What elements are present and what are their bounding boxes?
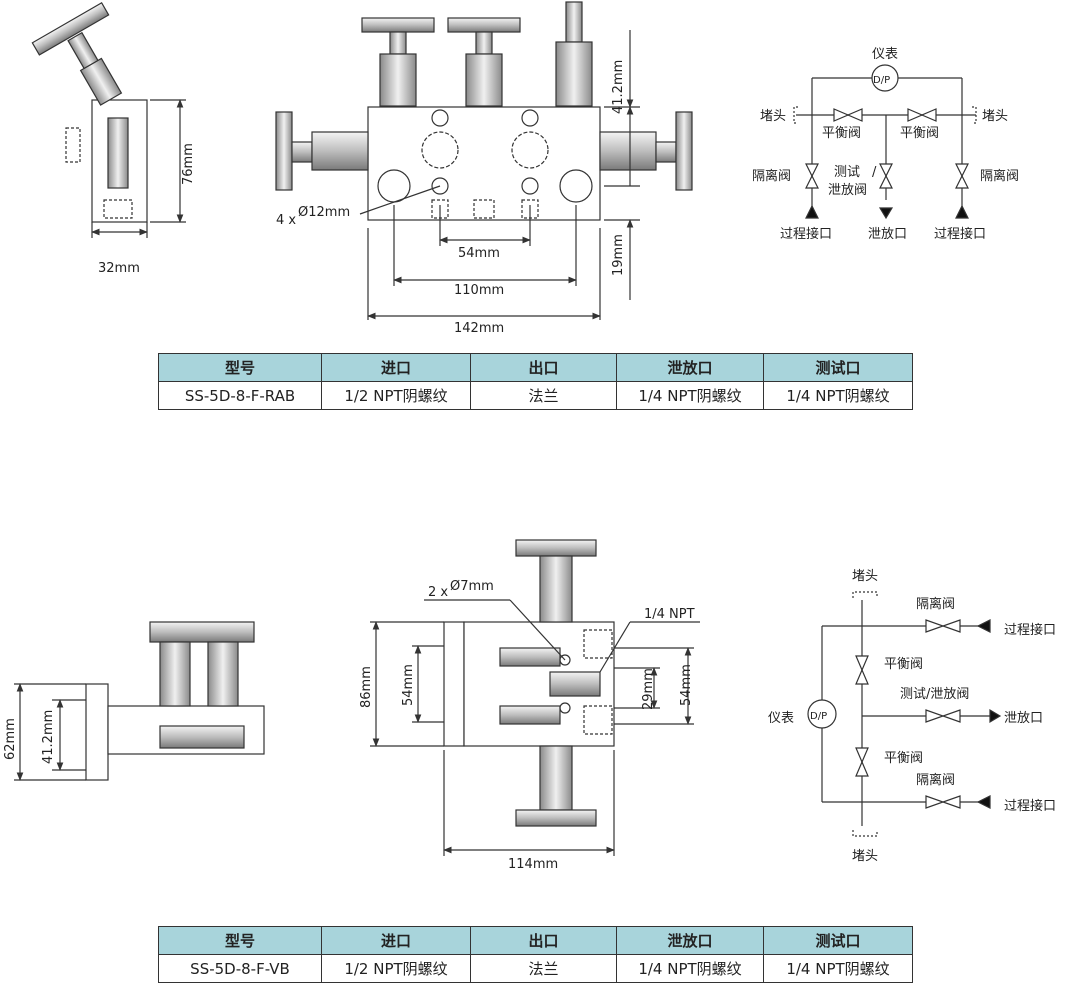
bottom-process-top: 过程接口: [1004, 622, 1056, 638]
table-row: SS-5D-8-F-RAB 1/2 NPT阴螺纹 法兰 1/4 NPT阴螺纹 1…: [158, 381, 913, 410]
bottom-vent-port: 泄放口: [1004, 711, 1043, 726]
dim-86mm: 86mm: [359, 666, 374, 708]
left-side-valve: [275, 111, 369, 191]
dim-54mm-left: 54mm: [401, 664, 416, 706]
top-test-label: 测试: [834, 165, 860, 180]
bottom-meter-label: 仪表: [768, 711, 794, 726]
dim-hole-diameter-bottom: Ø7mm: [450, 579, 494, 594]
bottom-test-vent: 测试/泄放阀: [900, 687, 969, 702]
bottom-dp-symbol: D/P: [810, 711, 827, 722]
top-vent-valve-label: 泄放阀: [828, 183, 867, 198]
bottom-plug-bottom: 堵头: [852, 849, 878, 864]
dim-54mm-right: 54mm: [679, 664, 694, 706]
header-outlet: 出口: [470, 926, 617, 955]
dim-41-2mm-bottom: 41.2mm: [41, 710, 56, 764]
cell-outlet: 法兰: [470, 954, 617, 983]
dim-142mm: 142mm: [454, 321, 504, 336]
cell-vent: 1/4 NPT阴螺纹: [616, 381, 764, 410]
top-balance-right: 平衡阀: [900, 126, 939, 141]
dim-32mm: 32mm: [98, 261, 140, 276]
bottom-process-bottom: 过程接口: [1004, 798, 1056, 814]
header-inlet: 进口: [321, 353, 471, 382]
dim-76mm: 76mm: [181, 143, 196, 185]
top-iso-right: 隔离阀: [980, 168, 1019, 184]
bottom-iso-top: 隔离阀: [916, 596, 955, 612]
dim-holes-count-bottom: 2 x: [428, 585, 448, 600]
dim-41-2mm: 41.2mm: [611, 60, 626, 114]
header-inlet: 进口: [321, 926, 471, 955]
cell-inlet: 1/2 NPT阴螺纹: [321, 954, 471, 983]
top-dp-symbol: D/P: [873, 75, 890, 86]
cell-vent: 1/4 NPT阴螺纹: [616, 954, 764, 983]
dim-114mm: 114mm: [508, 857, 558, 872]
top-process-left: 过程接口: [780, 226, 832, 242]
header-model: 型号: [158, 926, 322, 955]
top-front-view: [275, 1, 693, 320]
cell-model: SS-5D-8-F-VB: [158, 954, 322, 983]
header-vent: 泄放口: [616, 353, 764, 382]
right-side-valve: [599, 111, 693, 191]
header-outlet: 出口: [470, 353, 617, 382]
top-plug-left: 堵头: [760, 109, 786, 124]
dim-54mm: 54mm: [458, 246, 500, 261]
header-vent: 泄放口: [616, 926, 764, 955]
cell-test: 1/4 NPT阴螺纹: [763, 381, 913, 410]
top-plug-right: 堵头: [982, 109, 1008, 124]
top-schematic: [793, 64, 977, 220]
top-table-header: 型号 进口 出口 泄放口 测试口: [158, 353, 913, 382]
top-process-right: 过程接口: [934, 226, 986, 242]
top-vent-port: 泄放口: [868, 227, 907, 242]
bottom-table-header: 型号 进口 出口 泄放口 测试口: [158, 926, 913, 955]
bottom-iso-bottom: 隔离阀: [916, 772, 955, 788]
dim-19mm: 19mm: [611, 234, 626, 276]
header-model: 型号: [158, 353, 322, 382]
bottom-balance-bottom: 平衡阀: [884, 751, 923, 766]
top-spec-table: 型号 进口 出口 泄放口 测试口 SS-5D-8-F-RAB 1/2 NPT阴螺…: [158, 353, 913, 410]
bottom-spec-table: 型号 进口 出口 泄放口 测试口 SS-5D-8-F-VB 1/2 NPT阴螺纹…: [158, 926, 913, 983]
bottom-balance-top: 平衡阀: [884, 657, 923, 672]
top-meter-label: 仪表: [872, 47, 898, 62]
bottom-front-view: [370, 539, 700, 856]
top-balance-left: 平衡阀: [822, 126, 861, 141]
cell-test: 1/4 NPT阴螺纹: [763, 954, 913, 983]
header-test: 测试口: [763, 926, 913, 955]
dim-npt-port: 1/4 NPT: [644, 607, 695, 622]
cell-outlet: 法兰: [470, 381, 617, 410]
bottom-schematic: [807, 591, 1002, 837]
top-iso-left: 隔离阀: [752, 168, 791, 184]
top-test-slash: /: [872, 165, 877, 180]
header-test: 测试口: [763, 353, 913, 382]
top-valve-3: [555, 1, 593, 107]
dim-110mm: 110mm: [454, 283, 504, 298]
top-valve-1: [361, 17, 435, 107]
top-side-view: [31, 2, 186, 238]
dim-29mm: 29mm: [641, 668, 656, 710]
bottom-side-view: [14, 621, 265, 781]
top-valve-2: [447, 17, 521, 107]
dim-62mm: 62mm: [3, 718, 18, 760]
dim-holes-count: 4 x: [276, 213, 296, 228]
table-row: SS-5D-8-F-VB 1/2 NPT阴螺纹 法兰 1/4 NPT阴螺纹 1/…: [158, 954, 913, 983]
bottom-plug-top: 堵头: [852, 569, 878, 584]
cell-inlet: 1/2 NPT阴螺纹: [321, 381, 471, 410]
dim-hole-diameter: Ø12mm: [298, 205, 350, 220]
cell-model: SS-5D-8-F-RAB: [158, 381, 322, 410]
